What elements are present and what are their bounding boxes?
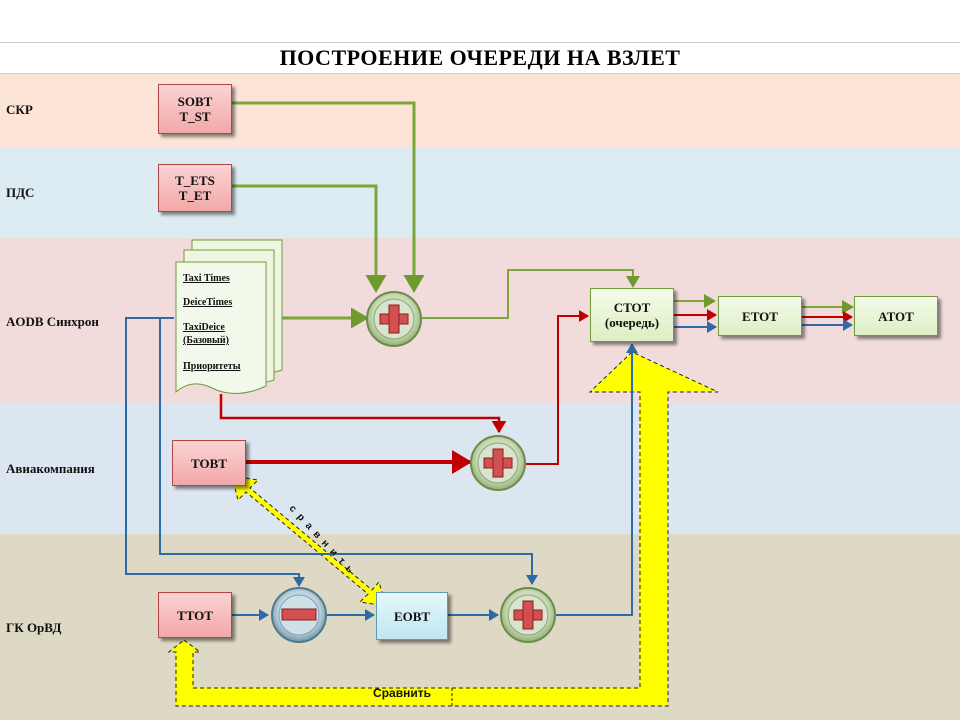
flow-plus2-ctot <box>526 310 589 465</box>
lane-label-pds: ПДС <box>6 185 35 200</box>
ttot-label: TTOT <box>177 607 213 623</box>
tets-box: T_ETS T_ET <box>158 164 232 212</box>
sobt-line1: SOBT <box>177 94 213 109</box>
lane-label-aodb: AODB Синхрон <box>6 314 99 329</box>
aodb-document-stack <box>175 239 283 394</box>
tets-line2: T_ET <box>178 188 212 203</box>
eobt-label: EOBT <box>393 608 431 624</box>
doc-item-base: (Базовый) <box>183 335 229 346</box>
atot-label: ATOT <box>878 308 914 324</box>
atot-box: ATOT <box>854 296 938 336</box>
sobt-box: SOBT T_ST <box>158 84 232 134</box>
flow-doc-red <box>219 394 507 434</box>
doc-item-taxi-deice: TaxiDeice <box>183 322 225 333</box>
etot-box: ETOT <box>718 296 802 336</box>
flow-aodb-minus <box>125 317 305 587</box>
doc-item-taxi-times: Taxi Times <box>183 273 230 284</box>
doc-item-deice-times: DeiceTimes <box>183 297 233 308</box>
yellow-return-arrow <box>167 351 719 707</box>
etot-label: ETOT <box>742 308 778 324</box>
sobt-line2: T_ST <box>179 109 211 124</box>
flow-aodb-plus3 <box>159 318 538 585</box>
flow-sobt <box>232 101 425 293</box>
lane-label-skr: СКР <box>6 102 33 117</box>
doc-item-priorities: Приоритеты <box>183 361 241 372</box>
ctot-line1: CTOT <box>613 300 651 315</box>
flow-plus-ctot <box>420 269 640 319</box>
page-title: ПОСТРОЕНИЕ ОЧЕРЕДИ НА ВЗЛЕТ <box>0 42 960 74</box>
plus-operator-1 <box>366 291 422 347</box>
ctot-box: CTOT (очередь) <box>590 288 674 342</box>
compare-label-bottom: Сравнить <box>373 686 431 700</box>
tobt-box: TOBT <box>172 440 246 486</box>
flow-plus3-ctot <box>556 343 638 616</box>
eobt-box: EOBT <box>376 592 448 640</box>
plus-operator-3 <box>500 587 556 643</box>
lane-label-gk-orvd: ГК ОрВД <box>6 620 62 635</box>
lane-label-airline: Авиакомпания <box>6 461 95 476</box>
ctot-line2: (очередь) <box>604 315 660 330</box>
ttot-box: TTOT <box>158 592 232 638</box>
flow-tets <box>232 184 387 293</box>
minus-operator <box>271 587 327 643</box>
plus-operator-2 <box>470 435 526 491</box>
tobt-label: TOBT <box>191 455 227 471</box>
tets-line1: T_ETS <box>175 173 215 188</box>
